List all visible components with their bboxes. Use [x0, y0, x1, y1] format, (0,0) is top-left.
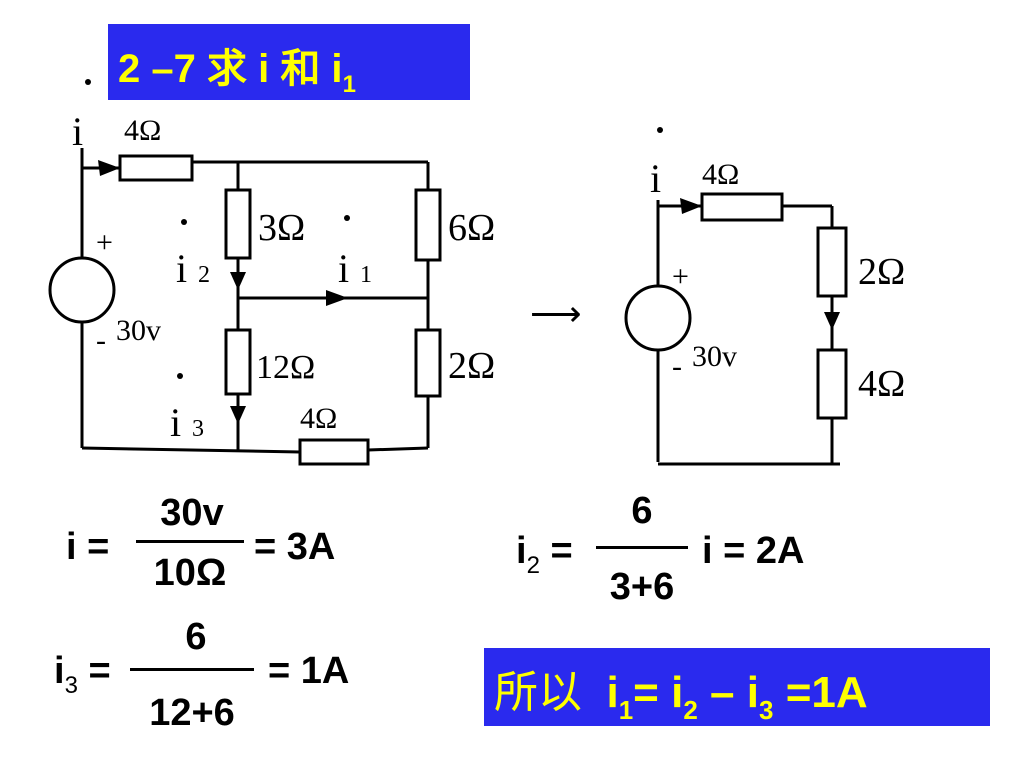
- left-resistor-3: [224, 188, 252, 260]
- right-label-source: 30v: [692, 340, 737, 373]
- right-circuit: [624, 192, 848, 466]
- title: 2 –7 求 i 和 i1: [118, 36, 356, 99]
- right-current-i-arrow-icon: [680, 198, 702, 214]
- left-label-i3-sub: 3: [192, 416, 204, 442]
- left-label-i1: i: [338, 246, 349, 291]
- result-text: 所以 i1= i2 – i3 =1A: [494, 667, 868, 725]
- right-label-r4: 4Ω: [858, 363, 905, 405]
- left-resistor-top-4: [118, 154, 194, 182]
- title-text: 求 i 和 i: [206, 47, 343, 91]
- title-number: 2 –7: [118, 47, 196, 91]
- right-label-i: i: [650, 156, 661, 201]
- result-prefix: 所以: [494, 667, 582, 718]
- left-label-r-bottom: 4Ω: [300, 402, 337, 435]
- left-label-r2: 2Ω: [448, 345, 495, 387]
- eq2-fraction-line: [596, 546, 688, 549]
- eq2-lhs: i2 =: [516, 530, 573, 579]
- right-current-arrow-icon: [824, 312, 840, 330]
- left-label-plus: +: [96, 226, 113, 259]
- eq3-numerator: 6: [185, 616, 207, 658]
- eq3-rhs: = 1A: [268, 650, 350, 692]
- right-label-minus: -: [672, 350, 682, 383]
- right-resistor-top-4: [700, 192, 784, 222]
- left-current-i2-arrow-icon: [230, 272, 246, 290]
- left-label-i: i: [72, 109, 83, 154]
- left-resistor-6: [414, 188, 442, 262]
- left-resistor-12: [224, 328, 252, 396]
- right-resistor-2: [816, 226, 848, 298]
- eq1-numerator: 30v: [160, 492, 224, 534]
- left-current-i-arrow-icon: [98, 160, 120, 176]
- result-box: [484, 648, 990, 726]
- left-label-r12: 12Ω: [256, 349, 315, 386]
- right-label-r2: 2Ω: [858, 251, 905, 293]
- title-box: [108, 24, 470, 100]
- right-label-plus: +: [672, 260, 689, 293]
- eq3-denominator: 12+6: [149, 692, 235, 734]
- right-resistor-4: [816, 348, 848, 420]
- eq3-lhs: i3 =: [54, 650, 111, 699]
- left-label-i2: i: [176, 246, 187, 291]
- eq3-fraction-line: [130, 668, 254, 671]
- eq1-fraction-line: [136, 540, 244, 543]
- eq1-denominator: 10Ω: [153, 552, 227, 594]
- eq2-rhs: i = 2A: [702, 530, 805, 572]
- left-resistor-bottom-4: [298, 438, 370, 466]
- left-label-minus: -: [96, 324, 106, 357]
- left-label-i1-sub: 1: [360, 262, 372, 288]
- left-current-i1-arrow-icon: [326, 290, 348, 306]
- left-current-i3-arrow-icon: [230, 406, 246, 424]
- left-label-i3: i: [170, 400, 181, 445]
- left-label-i2-sub: 2: [198, 262, 210, 288]
- eq2-numerator: 6: [631, 490, 653, 532]
- eq1-lhs: i =: [66, 526, 110, 568]
- right-voltage-source: [624, 284, 692, 352]
- left-voltage-source: [48, 256, 116, 324]
- left-label-r6: 6Ω: [448, 207, 495, 249]
- left-label-r3: 3Ω: [258, 207, 305, 249]
- left-resistor-2: [414, 328, 442, 398]
- left-label-source: 30v: [116, 314, 161, 347]
- transform-arrow-icon: ⟶: [530, 294, 582, 334]
- left-label-r-top: 4Ω: [124, 114, 161, 147]
- left-circuit: [48, 148, 442, 466]
- title-sub: 1: [342, 71, 356, 98]
- right-label-r-top: 4Ω: [702, 158, 739, 191]
- eq2-denominator: 3+6: [609, 566, 675, 608]
- eq1-rhs: = 3A: [254, 526, 336, 568]
